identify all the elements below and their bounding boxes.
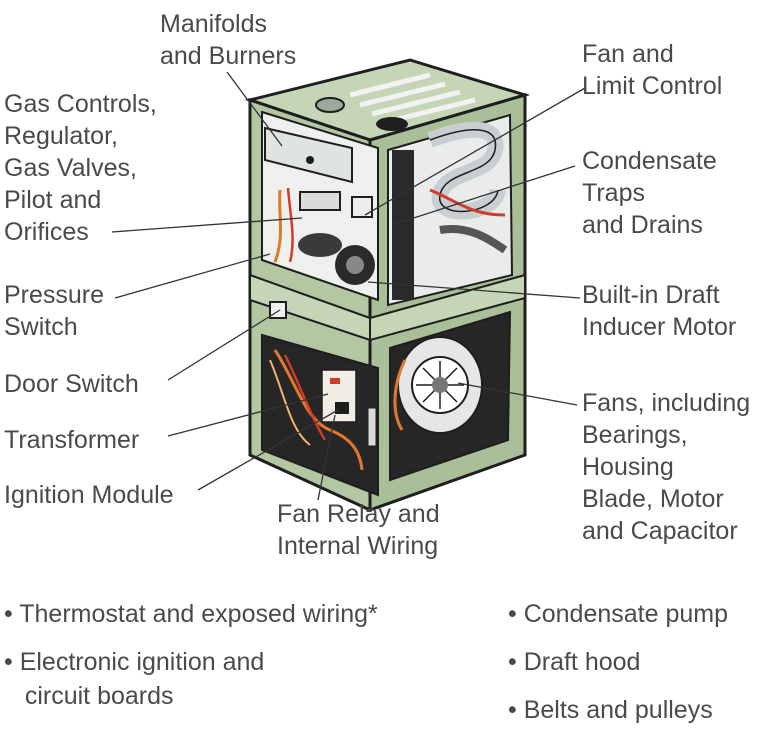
label-fan-relay: Fan Relay and Internal Wiring	[277, 500, 440, 560]
bullet-condensate-pump: • Condensate pump	[508, 600, 729, 628]
label-door-switch: Door Switch	[4, 370, 139, 398]
vent-cap	[376, 117, 408, 131]
limit-control	[351, 196, 373, 218]
label-manifolds-and-burners: Manifolds and Burners	[160, 10, 297, 70]
condensate-drain-hose	[439, 225, 508, 254]
wire-orange-1	[273, 189, 283, 263]
label-condensate-traps: Condensate Traps and Drains	[582, 147, 717, 239]
label-fans: Fans, including Bearings, Housing Blade,…	[582, 389, 751, 545]
bullet-electronic-ignition: • Electronic ignition and circuit boards	[4, 648, 265, 710]
door-switch-post	[367, 407, 377, 447]
bullet-draft-hood: • Draft hood	[508, 648, 641, 676]
condensate-tube-red	[429, 188, 506, 217]
label-fan-and-limit-control: Fan and Limit Control	[582, 40, 723, 100]
inducer-housing	[298, 233, 342, 257]
ignition-module-chip	[335, 402, 349, 414]
pressure-switch	[269, 301, 287, 319]
blower-hub	[432, 377, 448, 393]
wire-orange-2	[273, 349, 364, 471]
bullet-thermostat: • Thermostat and exposed wiring*	[4, 600, 378, 628]
bullet-belts-and-pulleys: • Belts and pulleys	[508, 696, 713, 724]
inducer-hub	[346, 256, 364, 274]
flue-pipe	[392, 150, 414, 300]
wire-yellow	[269, 359, 311, 446]
gas-control-box	[264, 126, 353, 184]
heat-exchanger-outline	[429, 129, 499, 213]
control-board	[321, 369, 357, 423]
gas-valve-block	[299, 191, 341, 211]
flue-collar	[315, 97, 345, 113]
label-draft-inducer: Built-in Draft Inducer Motor	[582, 281, 737, 341]
label-transformer: Transformer	[4, 426, 140, 454]
gas-control-knob	[306, 156, 314, 164]
leader-lines	[111, 71, 586, 501]
label-ignition-module: Ignition Module	[4, 481, 174, 509]
label-gas-controls: Gas Controls, Regulator, Gas Valves, Pil…	[4, 90, 157, 246]
label-pressure-switch: Pressure Switch	[4, 281, 105, 341]
board-led	[330, 378, 340, 384]
wire-orange-3	[393, 359, 407, 431]
wire-red-1	[286, 187, 294, 263]
